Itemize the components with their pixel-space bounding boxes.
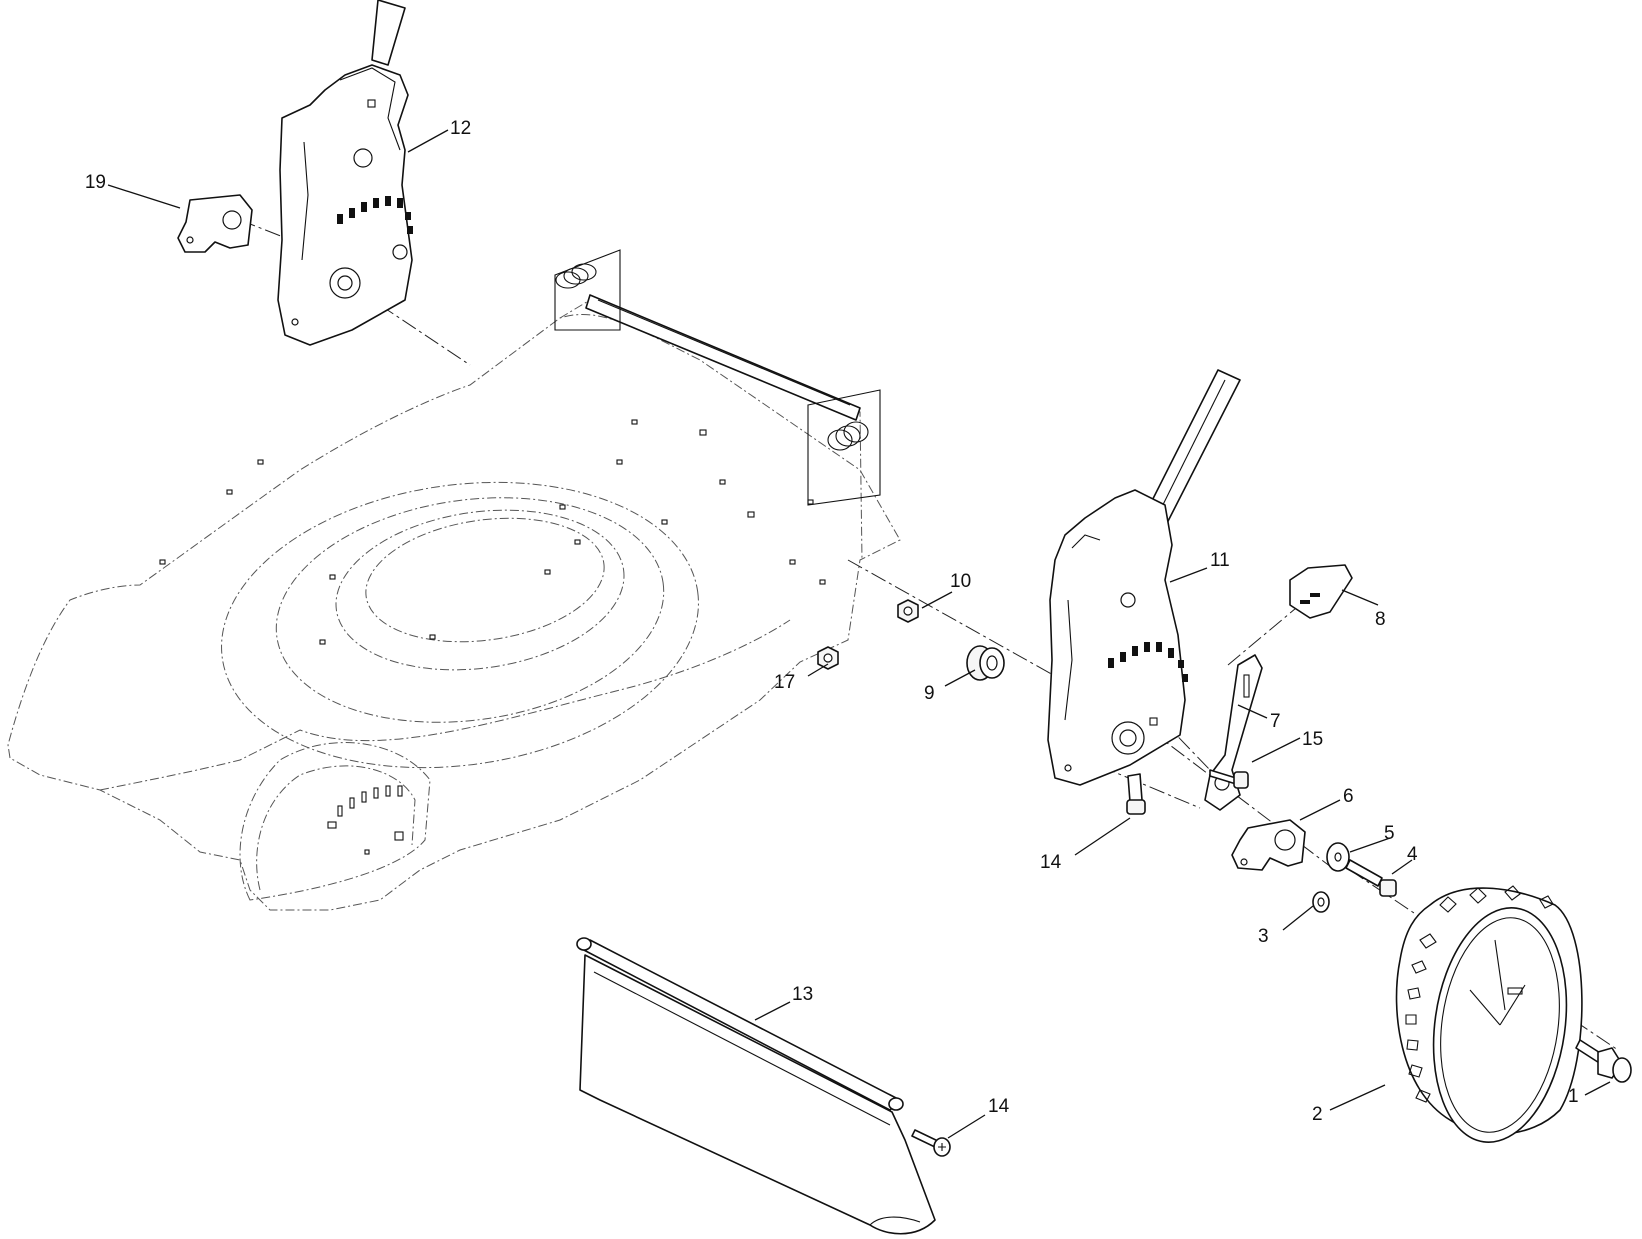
callout-17: 17: [774, 672, 795, 693]
pivot-bracket-left: [177, 194, 253, 253]
callout-6: 6: [1343, 786, 1354, 807]
callout-11: 11: [1210, 550, 1230, 571]
callout-leaders: [107, 129, 1611, 1139]
washer-3: [1312, 891, 1330, 913]
callout-8: 8: [1375, 609, 1386, 630]
callout-3: 3: [1258, 926, 1269, 947]
callout-labels: 19 12 11 8 10 17 9 7 15 6 5 4 14 3 13 14…: [85, 118, 1579, 1125]
wheel-bolt-1: [1575, 1039, 1632, 1083]
callout-7: 7: [1270, 711, 1281, 732]
callout-2: 2: [1312, 1104, 1323, 1125]
callout-1: 1: [1568, 1086, 1579, 1107]
callout-5: 5: [1384, 823, 1395, 844]
nut-10: [897, 599, 919, 623]
callout-10: 10: [950, 571, 971, 592]
callout-14-text: 14: [988, 1096, 1010, 1117]
mower-deck-phantom: [7, 249, 901, 911]
callout-12: 12: [450, 118, 471, 139]
callout-4: 4: [1407, 844, 1418, 865]
lever-knob-8: [1289, 564, 1353, 619]
callout-9: 9: [924, 683, 935, 704]
height-adjust-plate-right: [1047, 369, 1241, 786]
screw-14: [911, 1129, 951, 1157]
nut-17: [817, 646, 839, 670]
callout-16: 15: [1302, 729, 1323, 750]
callout-19: 19: [85, 172, 106, 193]
height-adjust-plate-left: [277, 0, 413, 346]
tread-icon: [1405, 885, 1554, 1103]
callout-15: 14: [1040, 852, 1062, 873]
rear-shield-13: [576, 937, 936, 1235]
washer-5: [1326, 842, 1350, 872]
bolt-16: [1209, 769, 1249, 789]
spring-icon: [555, 263, 869, 451]
wheel-2: [1395, 885, 1583, 1144]
bolt-15: [1126, 773, 1146, 815]
ratchet-teeth: [337, 196, 413, 234]
pivot-bracket-right: [1231, 819, 1306, 871]
deck-height-slots: [327, 785, 404, 855]
callout-13: 13: [792, 984, 813, 1005]
bolt-4: [1345, 859, 1397, 897]
ratchet-teeth: [1108, 642, 1188, 682]
